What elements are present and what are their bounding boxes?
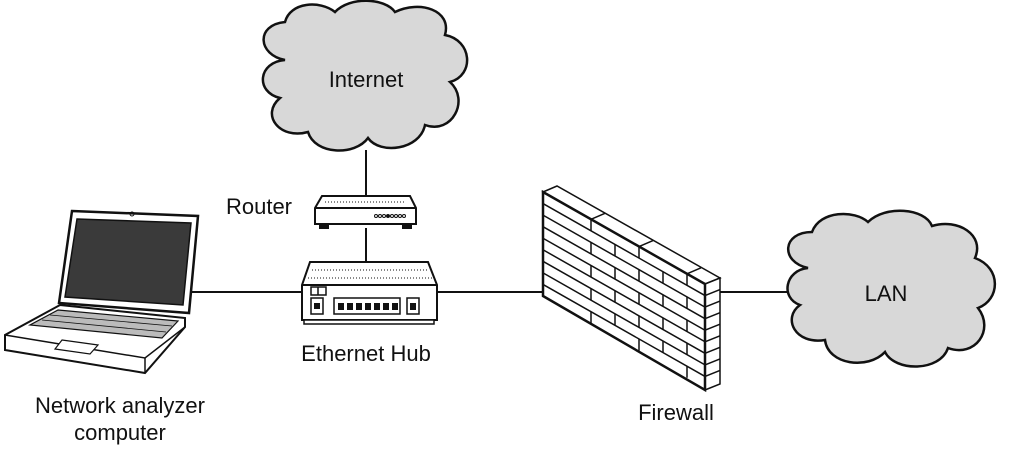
internet-label: Internet <box>328 67 404 92</box>
router-label: Router <box>225 194 293 219</box>
laptop-label: Network analyzer computer <box>35 392 205 446</box>
ethernet-hub-icon <box>301 261 438 325</box>
lan-cloud <box>786 209 997 368</box>
internet-cloud <box>261 0 469 152</box>
firewall-bricks <box>542 202 721 378</box>
ethernet-hub-label: Ethernet Hub <box>301 341 431 366</box>
connection-lines <box>190 150 792 293</box>
router-icon <box>314 195 417 229</box>
firewall-icon <box>541 185 722 393</box>
laptop-label-line2: computer <box>74 420 166 445</box>
laptop-icon <box>4 209 200 375</box>
lan-label: LAN <box>864 281 908 306</box>
firewall-label: Firewall <box>638 400 714 425</box>
laptop-label-line1: Network analyzer <box>35 393 205 418</box>
